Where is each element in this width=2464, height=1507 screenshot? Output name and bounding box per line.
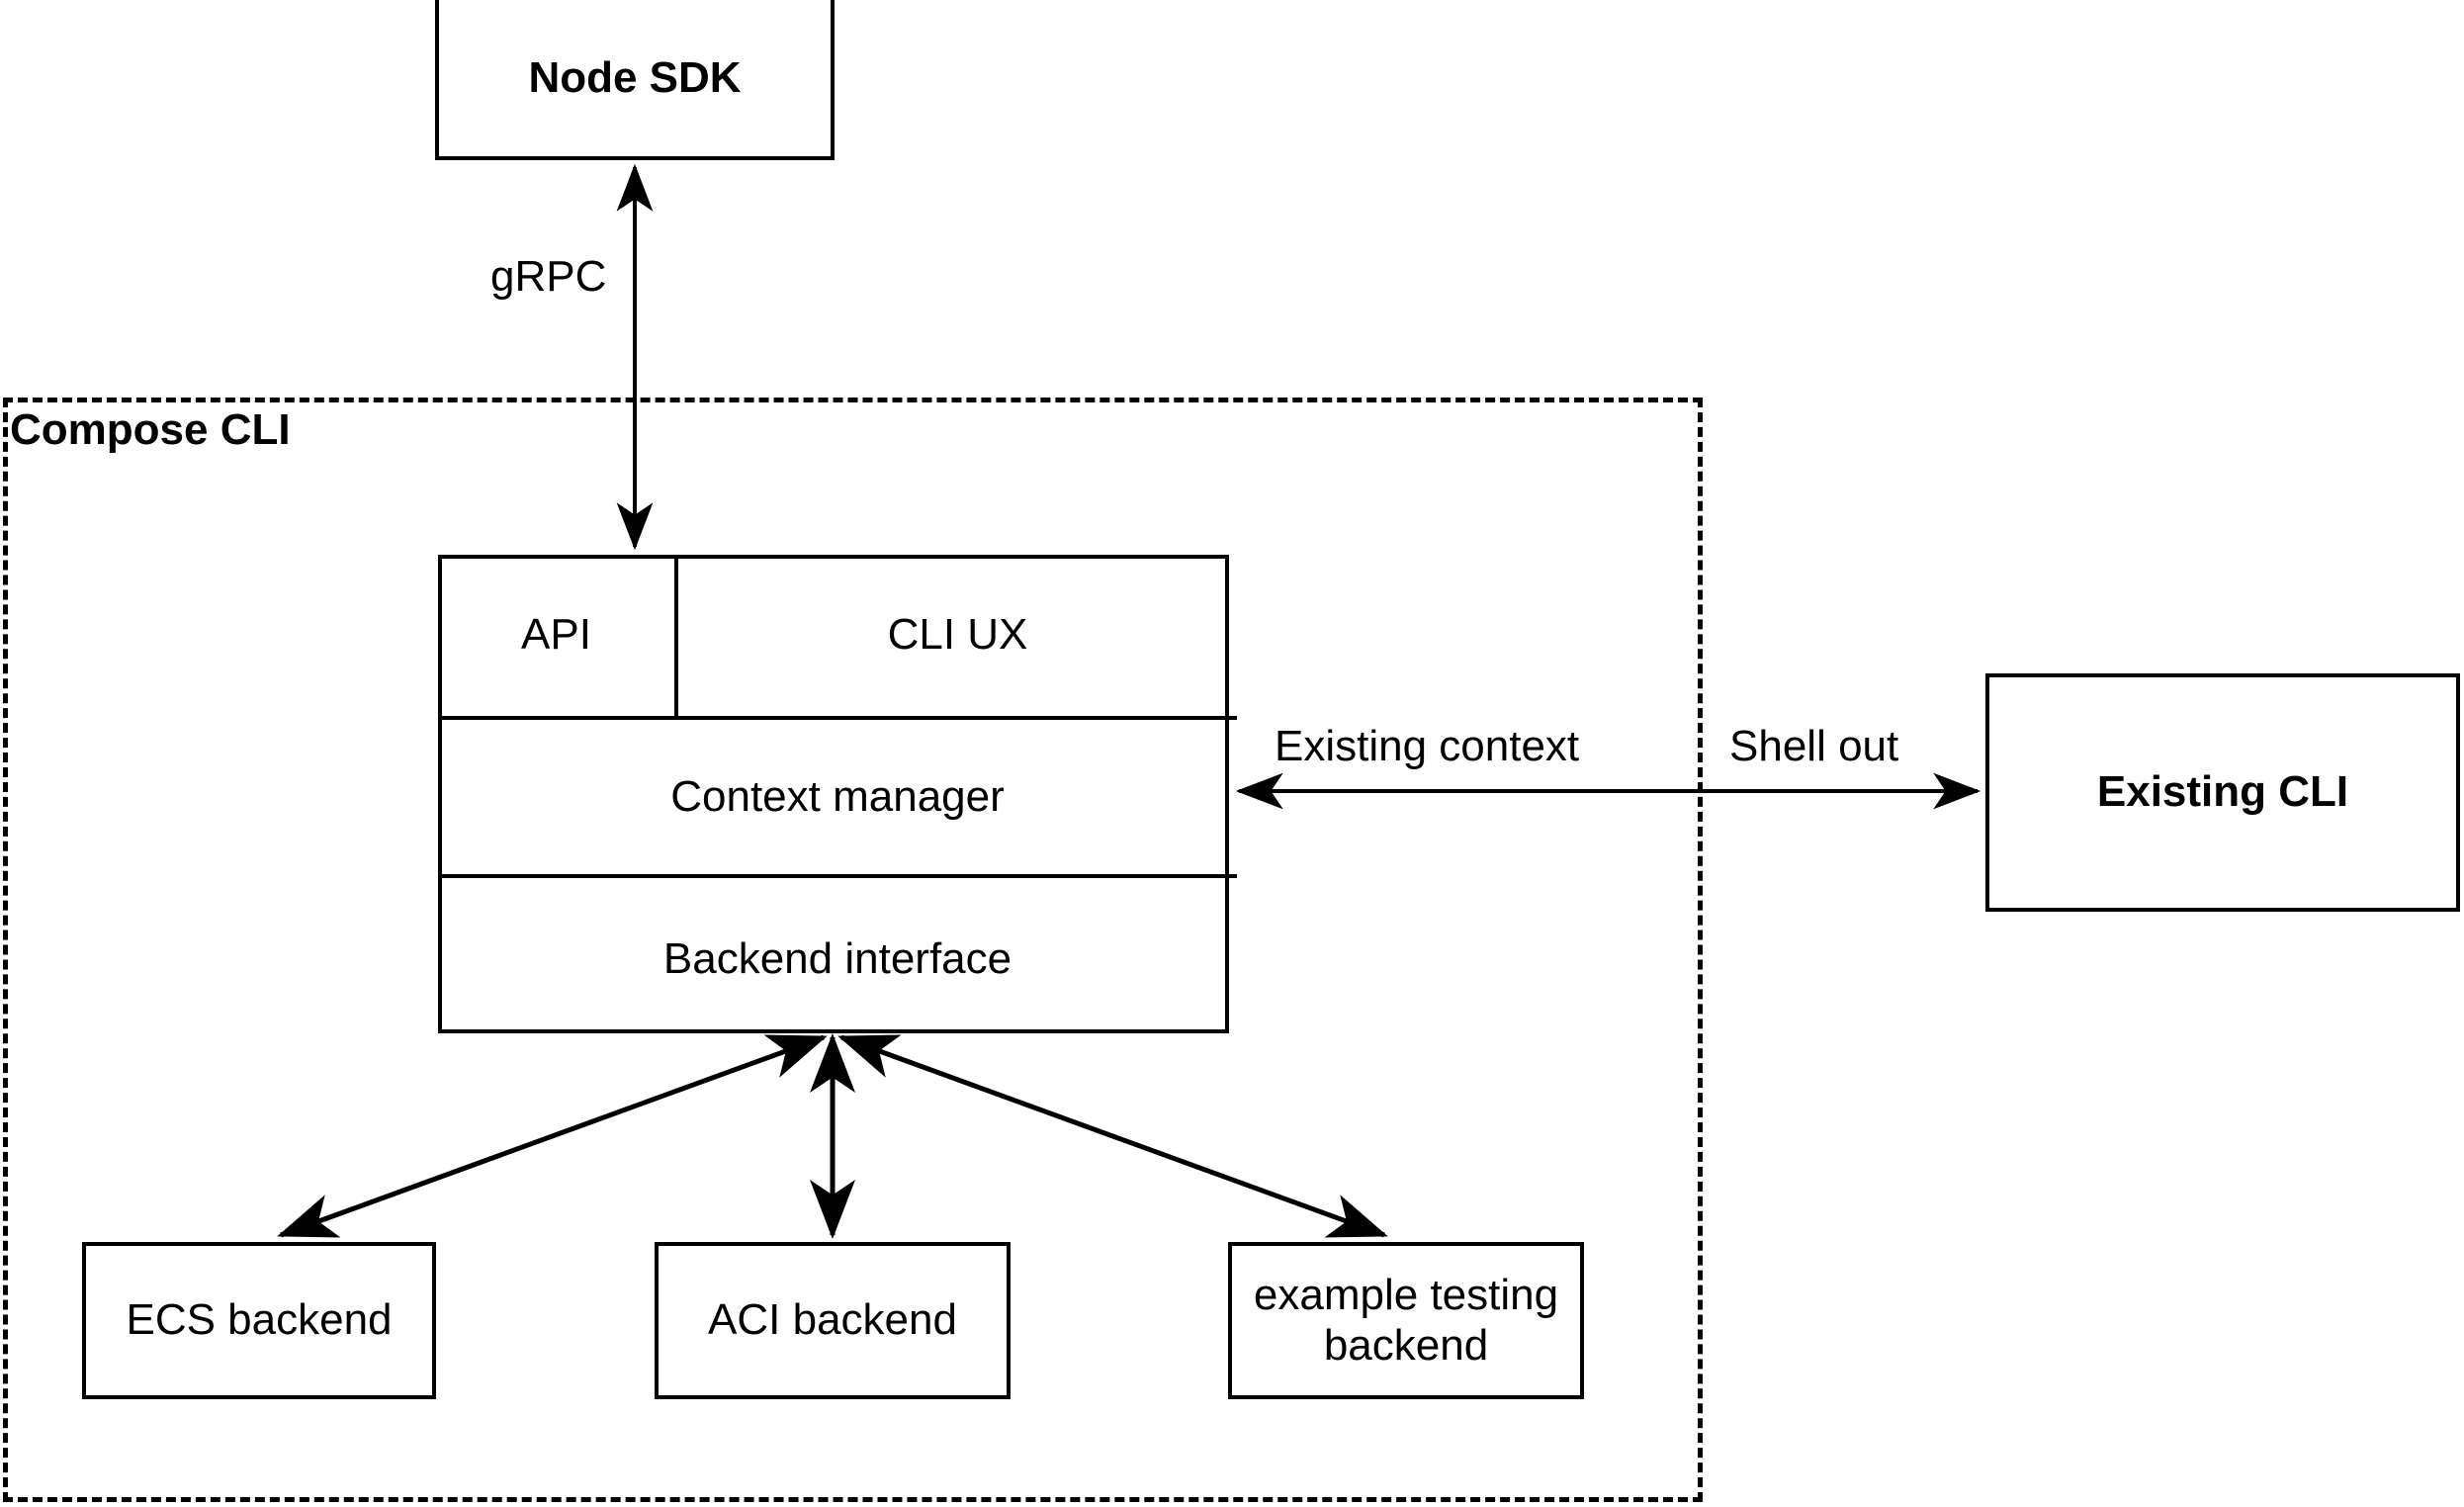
api-cell[interactable]: API (438, 555, 678, 716)
ecs-backend-label: ECS backend (126, 1295, 393, 1345)
cli-ux-cell[interactable]: CLI UX (678, 555, 1237, 716)
cli-ux-label: CLI UX (887, 610, 1028, 660)
existing-cli-label: Existing CLI (2096, 767, 2349, 817)
context-manager-cell[interactable]: Context manager (438, 716, 1237, 878)
compose-cli-stack-box: API CLI UX Context manager Backend inter… (438, 555, 1237, 1033)
existing-cli-box[interactable]: Existing CLI (1985, 673, 2460, 912)
backend-interface-label: Backend interface (662, 934, 1012, 984)
shell-out-edge-label: Shell out (1725, 722, 1903, 771)
grpc-edge-label: gRPC (486, 252, 611, 302)
example-testing-backend-label: example testing backend (1253, 1270, 1559, 1370)
compose-cli-group-label: Compose CLI (8, 405, 293, 455)
node-sdk-label: Node SDK (528, 52, 742, 102)
ecs-backend-box[interactable]: ECS backend (82, 1242, 436, 1399)
edge-backend-to-ecs (277, 1034, 828, 1238)
backend-interface-cell[interactable]: Backend interface (438, 878, 1237, 1041)
edge-backend-to-example (837, 1034, 1388, 1238)
example-testing-backend-box[interactable]: example testing backend (1228, 1242, 1584, 1399)
api-label: API (521, 610, 591, 660)
context-manager-label: Context manager (670, 771, 1005, 821)
node-sdk-box[interactable]: Node SDK (435, 0, 835, 160)
existing-context-edge-label: Existing context (1271, 722, 1584, 771)
aci-backend-box[interactable]: ACI backend (655, 1242, 1011, 1399)
aci-backend-label: ACI backend (708, 1295, 957, 1345)
